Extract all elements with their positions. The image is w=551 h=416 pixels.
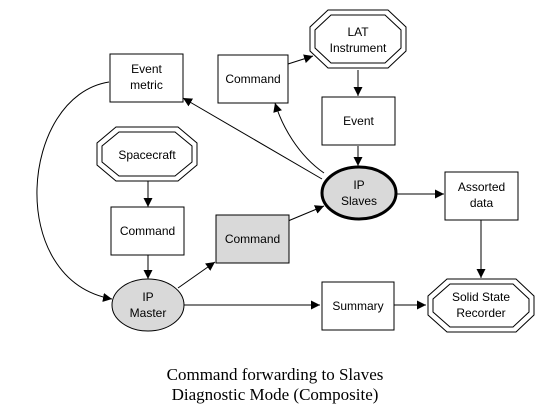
event-metric-box (109, 53, 184, 103)
edge-ipslaves-commandtop (273, 102, 325, 174)
ip-slaves-ellipse (320, 165, 398, 221)
command-left-label: Command (120, 224, 175, 238)
edges (36, 54, 486, 310)
lat-instrument-octagon (309, 9, 407, 69)
event-label: Event (343, 114, 374, 128)
ip-master-ellipse (111, 278, 185, 332)
ssr-label-1: Solid State (452, 290, 510, 304)
edge-ipmaster-commandmid (177, 261, 216, 289)
ip-master-label-2: Master (130, 306, 167, 320)
command-top-box (217, 54, 289, 104)
summary-label: Summary (332, 299, 383, 313)
ip-slaves-label-2: Slaves (341, 194, 377, 208)
edge-commandmid-ipslaves (287, 205, 325, 222)
caption-line-2: Diagnostic Mode (Composite) (172, 385, 379, 404)
event-metric-label-1: Event (131, 62, 162, 76)
lat-instrument-label-2: Instrument (330, 41, 387, 55)
summary-box (321, 281, 395, 331)
assorted-data-box (444, 171, 519, 221)
caption-line-1: Command forwarding to Slaves (167, 365, 384, 384)
ssr-label-2: Recorder (456, 306, 505, 320)
edge-ipslaves-eventmetric (182, 97, 323, 180)
command-mid-box (215, 214, 290, 264)
command-left-box (110, 206, 185, 256)
spacecraft-octagon (96, 126, 198, 182)
edge-command-lat (287, 54, 314, 65)
ip-master-label-1: IP (142, 290, 153, 304)
event-box (321, 96, 396, 146)
assorted-data-label-2: data (470, 196, 494, 210)
command-mid-label: Command (225, 232, 280, 246)
ip-slaves-label-1: IP (353, 178, 364, 192)
ssr-octagon (427, 278, 535, 333)
command-top-label: Command (225, 72, 280, 86)
event-metric-label-2: metric (130, 78, 163, 92)
edge-eventmetric-ipmaster (36, 81, 113, 302)
spacecraft-label: Spacecraft (118, 148, 176, 162)
assorted-data-label-1: Assorted (458, 180, 505, 194)
lat-instrument-label-1: LAT (347, 25, 369, 39)
